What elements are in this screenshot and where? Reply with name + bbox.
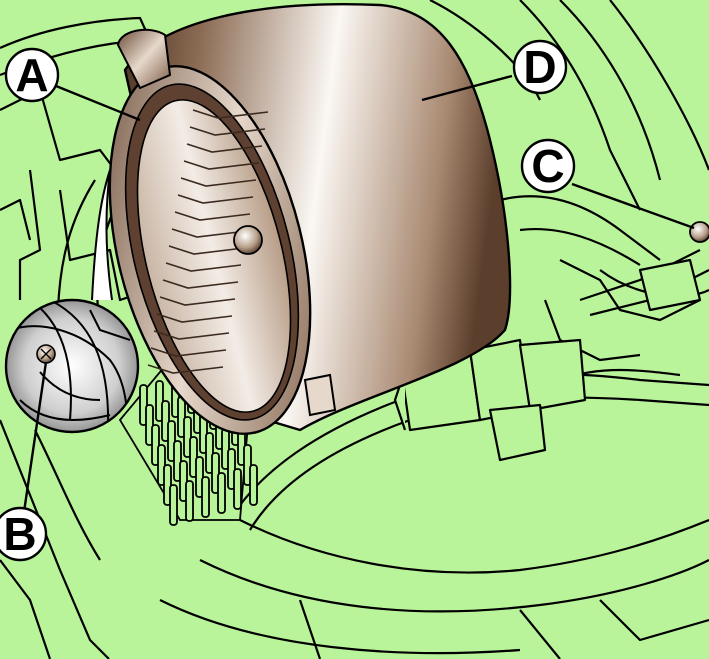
callout-b-label: B [3,508,36,560]
fan-blade [147,364,224,374]
connector-pin [233,468,242,510]
fan-blade [183,160,260,170]
fan-blade [165,262,242,272]
screw-c [689,221,709,243]
fan-blade [186,143,263,153]
fan-blade [159,296,236,306]
fan-blade [180,177,257,187]
connector-pin [217,472,226,514]
fan-blade [189,126,266,136]
connector-pin [169,484,178,526]
fan-blade [162,279,239,289]
blower-fan-wheel [136,99,292,413]
connector-pin [249,464,258,506]
fan-hub [233,225,263,255]
callout-a: A [4,47,60,103]
fan-blade [171,228,248,238]
fan-blades [147,109,269,374]
connector-pin [201,476,210,518]
connector-pin [185,480,194,522]
leader-lines [22,74,695,513]
retaining-tab [116,28,172,90]
callout-d-label: D [523,41,556,93]
detail-inset [4,298,140,434]
callout-b: B [0,506,48,562]
callout-d: D [512,39,568,95]
fan-blade [168,245,245,255]
blower-motor [108,3,512,435]
fan-blade [192,109,269,119]
fan-blade [177,194,254,204]
fan-blade [174,211,251,221]
callout-c-label: C [531,140,564,192]
fan-blade [153,330,230,340]
fan-blade [150,347,227,357]
fan-blade [156,313,233,323]
callout-c: C [520,138,576,194]
callout-a-label: A [15,49,48,101]
